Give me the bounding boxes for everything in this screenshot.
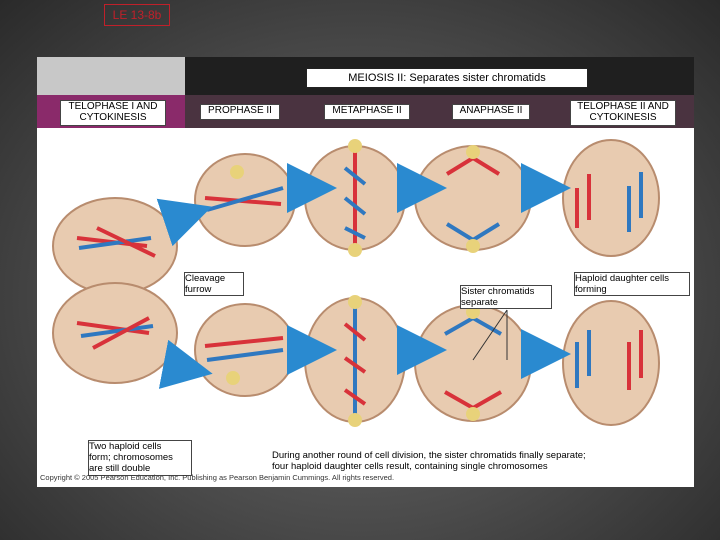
header-gray-block [37,57,185,95]
label-prophase-2: PROPHASE II [200,104,280,120]
label-telophase-2: TELOPHASE II AND CYTOKINESIS [570,100,676,126]
anaphase-2-cell-bottom [414,304,532,422]
telophase-1-cell-bottom [52,282,178,384]
prophase-2-cell-bottom [194,303,296,397]
slide-title: LE 13-8b [104,4,170,26]
meiosis-illustration [52,139,660,427]
prophase-2-cell-top [194,153,296,247]
arrow-2 [158,339,213,389]
label-metaphase-2: METAPHASE II [324,104,410,120]
telophase-1-cell-top [52,197,178,295]
haploid-daughter-note: Haploid daughter cells forming [574,272,690,296]
cleavage-furrow-note: Cleavage furrow [184,272,244,296]
telophase-2-cell-top [562,139,660,257]
label-telophase-1: TELOPHASE I AND CYTOKINESIS [60,100,166,126]
sister-chromatids-note: Sister chromatids separate [460,285,552,309]
anaphase-2-cell-top [414,145,532,253]
metaphase-2-cell-bottom [304,295,406,427]
two-haploid-note: Two haploid cells form; chromosomes are … [88,440,192,476]
arrow-1 [156,198,212,247]
description-note: During another round of cell division, t… [272,450,634,472]
metaphase-2-cell-top [304,139,406,257]
meiosis-banner: MEIOSIS II: Separates sister chromatids [306,68,588,88]
label-anaphase-2: ANAPHASE II [452,104,530,120]
copyright-text: Copyright © 2005 Pearson Education, Inc.… [40,473,395,482]
telophase-2-cell-bottom [562,300,660,426]
